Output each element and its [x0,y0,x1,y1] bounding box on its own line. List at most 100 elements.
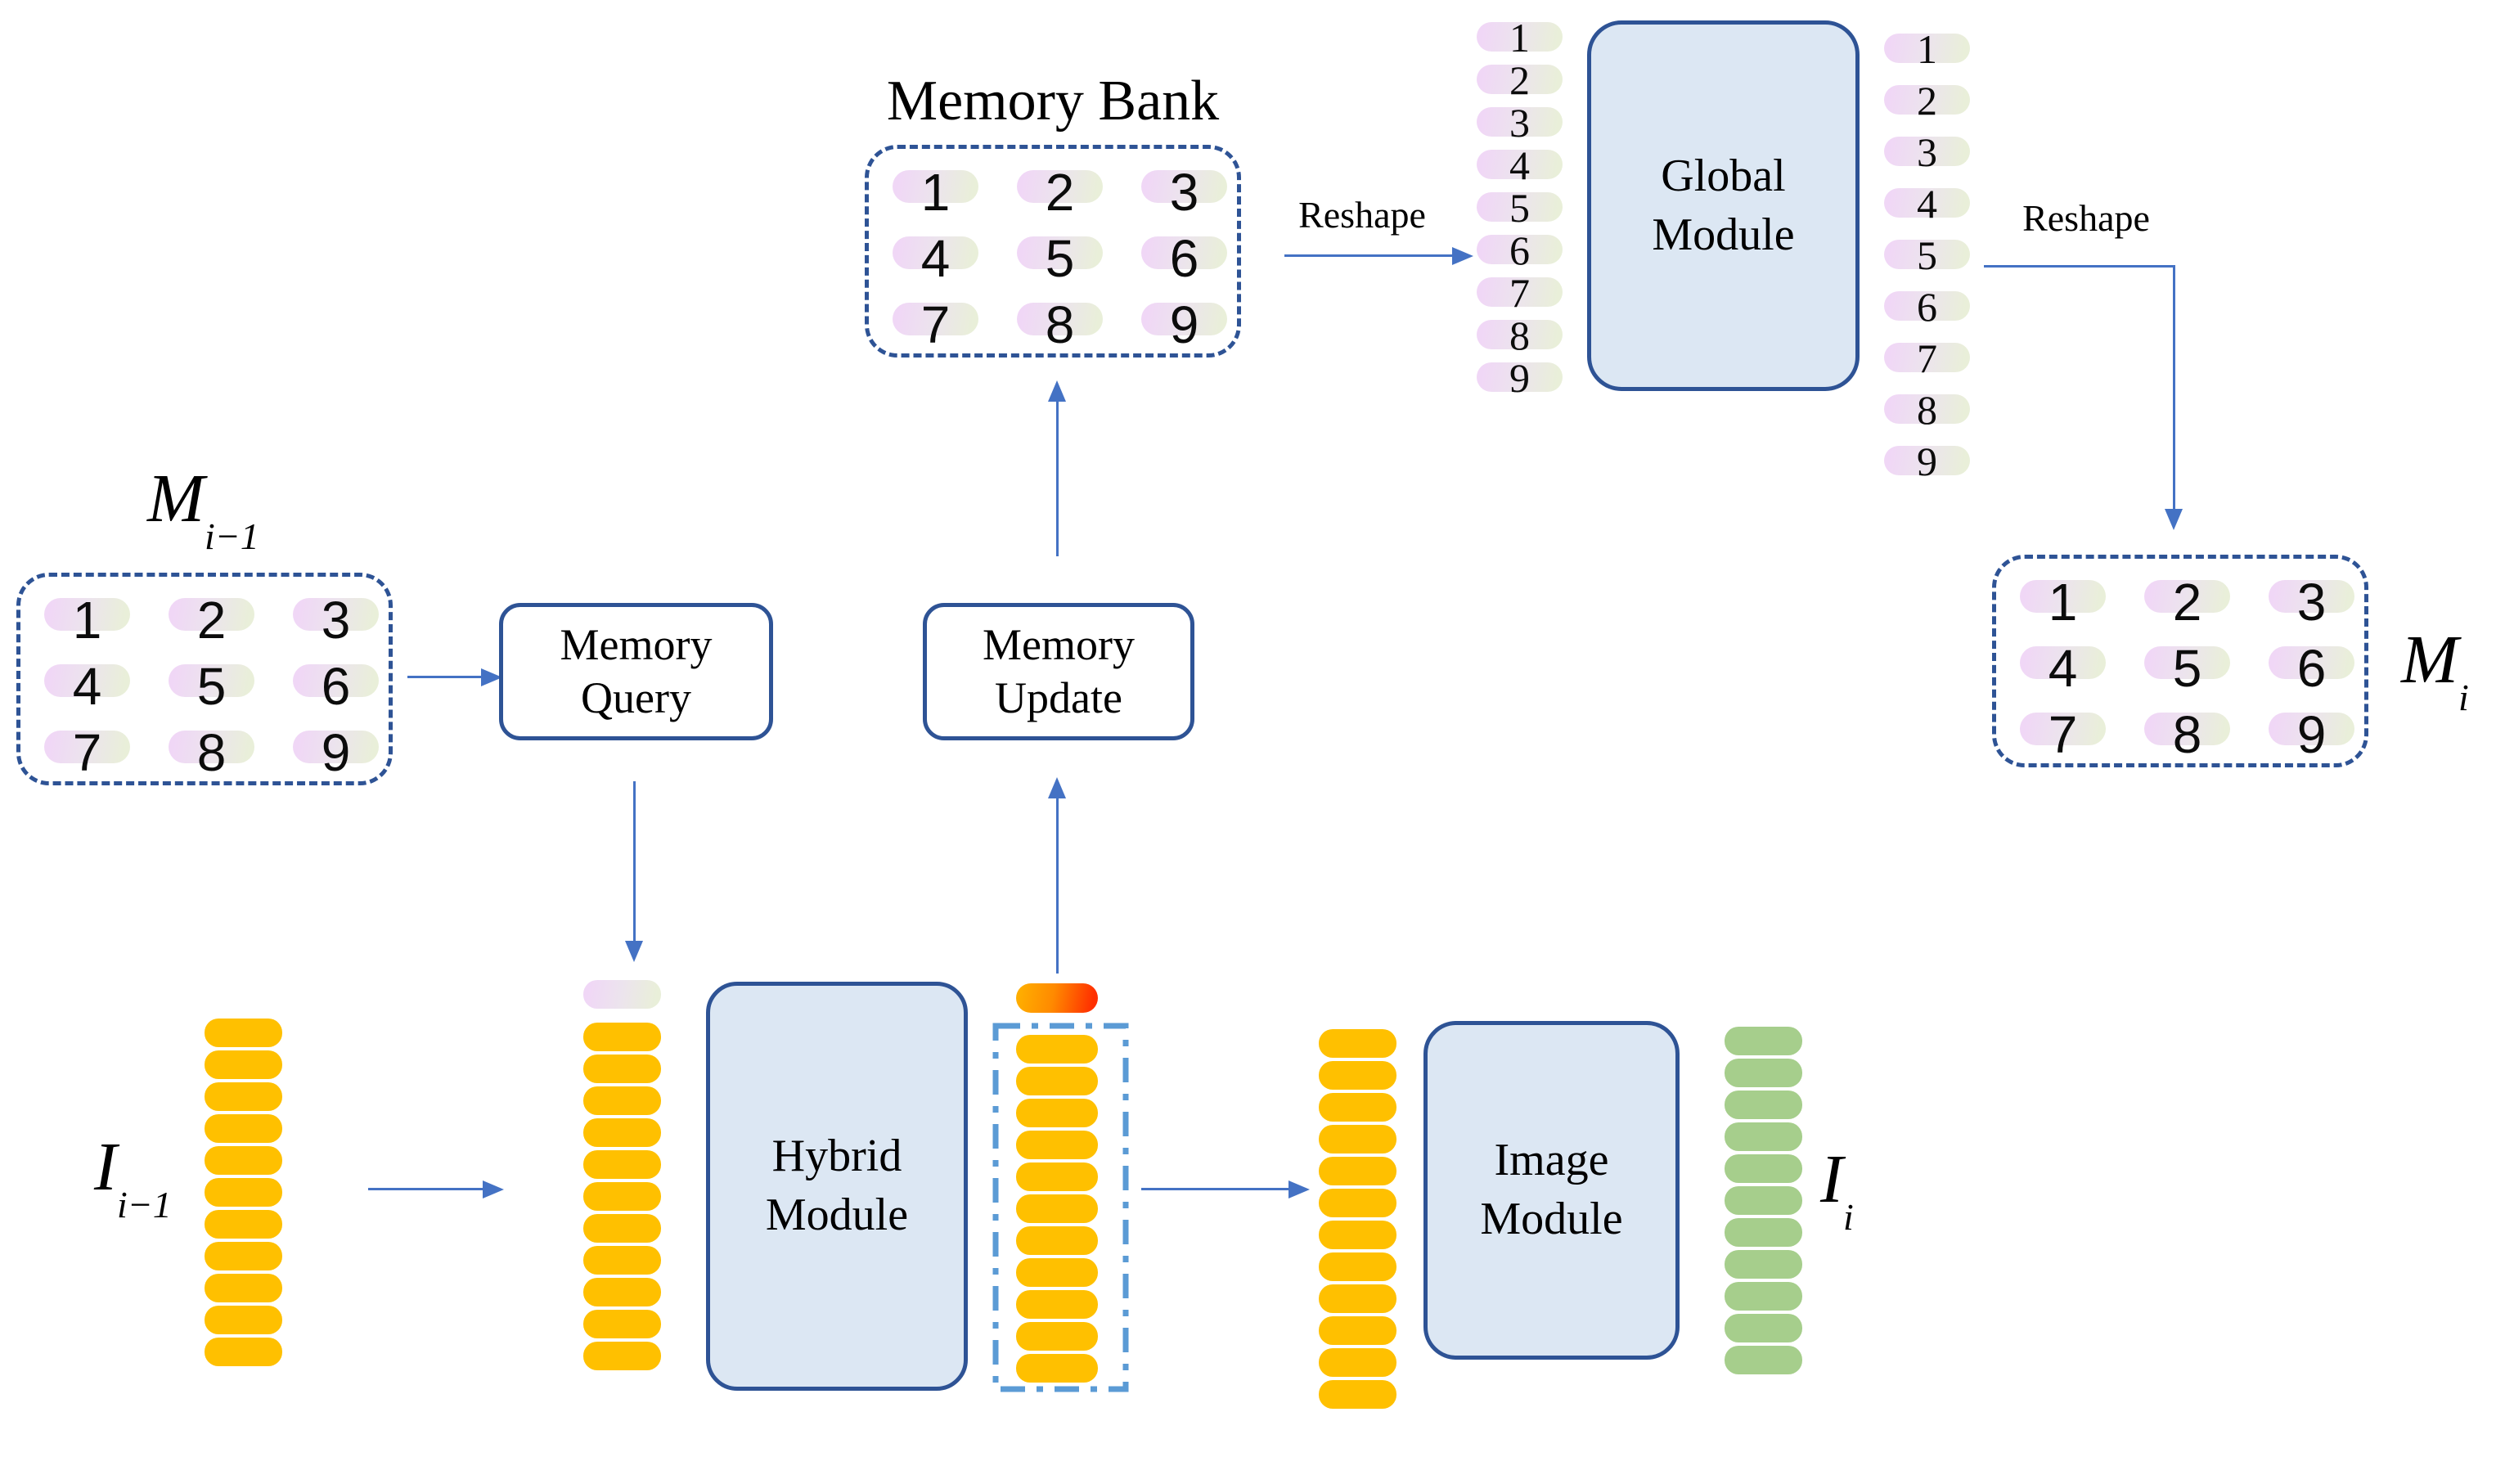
memory-cell-number: 8 [196,723,227,782]
token-pill: 8 [1477,315,1563,356]
generated-token-pill [1725,1250,1802,1279]
arrow-iprev-to-hybrid [368,1188,483,1190]
image-token-pill [583,1246,661,1275]
memory-cell: 7 [44,726,130,780]
token-pill: 4 [1477,145,1563,186]
memory-cell-number: 6 [321,657,351,716]
hybrid-module-box: Hybrid Module [706,982,968,1391]
generated-token-pill [1725,1154,1802,1183]
hybrid-input-column [583,1023,661,1370]
memory-query-line1: Memory [560,620,713,670]
image-token-pill [205,1178,282,1207]
arrow-iprev-to-hybrid-head [483,1180,504,1198]
token-pill: 8 [1884,389,1970,430]
m-next-box: 1 2 3 4 5 6 7 8 9 [1992,555,2368,767]
image-token-pill [1319,1380,1396,1409]
image-token-pill [1016,1131,1098,1159]
image-token-pill [1016,1099,1098,1127]
i-next-symbol: I [1820,1141,1843,1217]
memory-cell: 4 [893,232,978,286]
image-token-pill [1319,1348,1396,1377]
image-token-pill [583,1023,661,1051]
memory-cell-number: 5 [1045,229,1075,288]
hybrid-module-label-line1: Hybrid [771,1131,902,1182]
memory-cell-number: 6 [2296,639,2327,698]
m-next-subscript: i [2458,677,2469,718]
memory-cell: 2 [2144,575,2230,629]
image-token-pill [583,1086,661,1115]
image-token-pill [1016,1067,1098,1095]
memory-cell-number: 4 [2048,639,2078,698]
arrow-hybrid-to-image [1141,1188,1288,1190]
arrow-bank-to-global [1284,254,1452,257]
memory-cell-number: 5 [2172,639,2202,698]
reshape-left-label: Reshape [1298,194,1426,236]
m-prev-label: Mi−1 [147,465,259,558]
generated-token-pill [1725,1091,1802,1119]
memory-cell: 5 [1017,232,1103,286]
image-output-column [1725,1027,1802,1374]
token-number: 7 [1917,335,1937,381]
token-number: 5 [1509,185,1530,231]
memory-cell: 9 [1141,298,1227,352]
i-prev-symbol: I [94,1129,117,1205]
m-next-symbol: M [2401,622,2458,698]
memory-cell: 4 [2020,641,2106,695]
memory-cell-number: 7 [2048,705,2078,764]
updated-memory-pill [1016,983,1098,1013]
memory-cell: 3 [2269,575,2354,629]
memory-cell-number: 4 [920,229,951,288]
generated-token-pill [1725,1186,1802,1215]
m-prev-symbol: M [147,461,205,537]
image-token-pill [205,1210,282,1239]
memory-update-box: Memory Update [923,603,1194,740]
memory-cell-number: 6 [1169,229,1199,288]
image-module-label-line1: Image [1494,1135,1609,1186]
memory-cell: 9 [2269,708,2354,762]
token-number: 1 [1509,15,1530,61]
image-token-pill [583,1342,661,1370]
token-pill: 3 [1477,102,1563,143]
image-token-pill [205,1114,282,1143]
token-pill: 4 [1884,183,1970,224]
image-token-pill [583,1278,661,1306]
token-number: 9 [1509,355,1530,401]
arrow-token-to-update [1056,798,1059,974]
image-module-label-line2: Module [1480,1194,1623,1244]
global-output-column: 1 2 3 4 5 6 7 8 9 [1884,29,1970,482]
memory-cell: 9 [293,726,379,780]
reshape-elbow-vline [2173,265,2175,509]
memory-cell: 3 [1141,165,1227,219]
image-token-pill [583,1150,661,1179]
token-number: 4 [1917,181,1937,227]
generated-token-pill [1725,1282,1802,1311]
token-number: 3 [1509,100,1530,146]
token-number: 5 [1917,232,1937,278]
image-input-column [1319,1029,1396,1409]
i-next-subscript: i [1842,1196,1854,1238]
generated-token-pill [1725,1027,1802,1055]
arrow-query-down [633,781,636,941]
image-token-pill [1319,1316,1396,1345]
token-number: 3 [1917,129,1937,175]
token-pill: 7 [1884,338,1970,379]
token-pill: 6 [1884,286,1970,327]
token-number: 6 [1917,284,1937,330]
arrow-bank-to-global-head [1452,247,1473,265]
global-module-box: Global Module [1587,20,1860,391]
token-pill: 3 [1884,132,1970,173]
token-number: 8 [1509,313,1530,358]
image-token-pill [1016,1258,1098,1287]
image-token-pill [205,1242,282,1270]
memory-cell-number: 3 [321,591,351,650]
memory-cell: 1 [2020,575,2106,629]
image-token-pill [583,1310,661,1338]
image-token-pill [1319,1093,1396,1122]
memory-cell: 1 [893,165,978,219]
i-prev-label: Ii−1 [94,1133,172,1226]
memory-cell-number: 2 [1045,163,1075,222]
token-pill: 9 [1477,358,1563,398]
memory-cell: 3 [293,593,379,647]
image-token-pill [1319,1221,1396,1249]
token-number: 9 [1917,438,1937,484]
